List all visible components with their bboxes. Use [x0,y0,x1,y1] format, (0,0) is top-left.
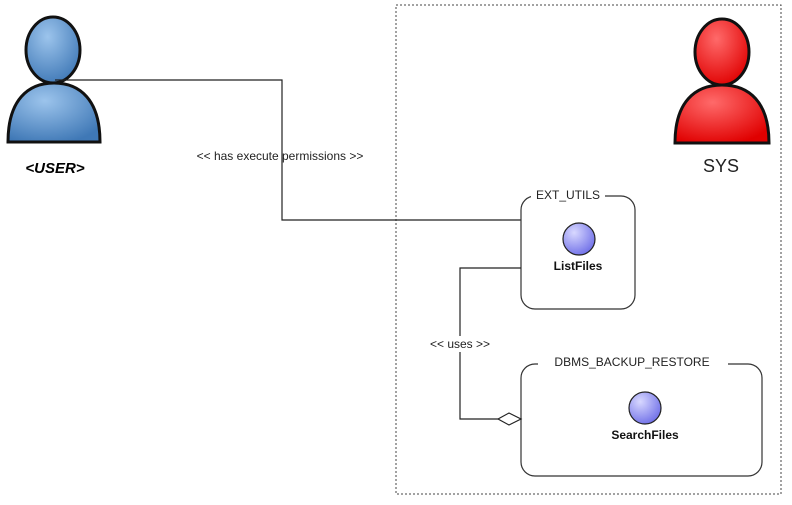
list-files-method-label: ListFiles [554,259,603,273]
sys-actor-label: SYS [703,156,739,176]
ext-utils-package: EXT_UTILS ListFiles [520,188,636,310]
user-actor-label: <USER> [25,160,84,177]
search-files-method-icon [628,391,662,425]
dbms-backup-restore-label: DBMS_BACKUP_RESTORE [554,355,709,369]
user-actor-icon [6,15,102,144]
system-boundary [395,4,782,495]
sys-actor-icon [673,17,771,145]
execute-permission-connector [55,79,521,221]
uses-label: << uses >> [430,337,490,351]
execute-permission-label: << has execute permissions >> [197,149,364,163]
sys-actor: SYS [673,17,771,176]
list-files-method-icon [562,222,596,256]
user-actor: <USER> [6,15,102,177]
ext-utils-label: EXT_UTILS [536,188,600,202]
dbms-backup-restore-package: DBMS_BACKUP_RESTORE SearchFiles [520,355,763,477]
aggregation-diamond-icon [496,412,523,426]
search-files-method-label: SearchFiles [611,428,679,442]
